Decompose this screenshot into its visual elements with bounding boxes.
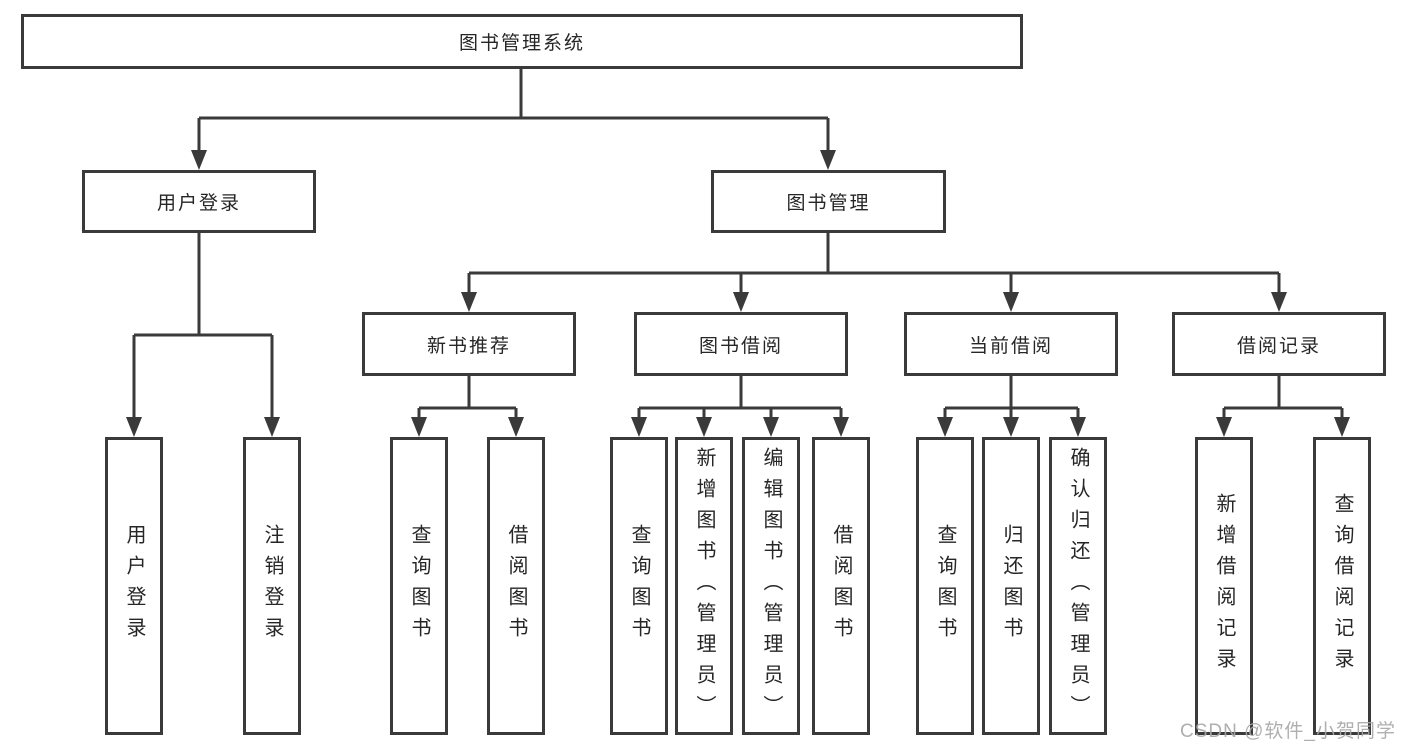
arrow-down-icon	[1216, 417, 1232, 437]
node-leaf-query-books-borrowing: 查询图书	[610, 437, 668, 735]
node-leaf-logout: 注销登录	[243, 437, 301, 735]
node-label: 查询图书	[934, 524, 956, 648]
arrow-down-icon	[820, 150, 836, 170]
arrow-down-icon	[411, 417, 427, 437]
arrow-down-icon	[264, 417, 280, 437]
node-current-borrowing: 当前借阅	[904, 312, 1118, 376]
arrow-down-icon	[631, 417, 647, 437]
watermark: CSDN @软件_小贺同学	[1180, 721, 1396, 742]
node-book-borrowing: 图书借阅	[634, 312, 848, 376]
node-leaf-return-books: 归还图书	[982, 437, 1040, 735]
node-label: 借阅图书	[505, 524, 527, 648]
arrow-down-icon	[191, 150, 207, 170]
edge-userlogin-to-leaves	[132, 233, 274, 421]
node-book-management: 图书管理	[711, 170, 946, 233]
node-leaf-add-borrow-record: 新增借阅记录	[1195, 437, 1253, 735]
edge-root-to-level2	[197, 69, 830, 154]
arrow-down-icon	[126, 417, 142, 437]
edge-newbookrec-to-leaves	[417, 376, 518, 421]
node-leaf-add-books-admin: 新增图书（管理员）	[675, 437, 733, 735]
arrow-down-icon	[696, 417, 712, 437]
node-label: 新增图书（管理员）	[693, 446, 715, 726]
arrowhead-icons	[126, 150, 1350, 437]
arrow-down-icon	[1271, 292, 1287, 312]
node-label: 用户登录	[123, 524, 145, 648]
node-label: 编辑图书（管理员）	[760, 446, 782, 726]
node-label: 确认归还（管理员）	[1067, 446, 1089, 726]
arrow-down-icon	[937, 417, 953, 437]
node-label: 查询图书	[408, 524, 430, 648]
node-leaf-query-books-current: 查询图书	[916, 437, 974, 735]
node-label: 当前借阅	[968, 335, 1053, 357]
arrow-down-icon	[508, 417, 524, 437]
arrow-down-icon	[1003, 417, 1019, 437]
arrow-down-icon	[1003, 292, 1019, 312]
node-leaf-query-books-recommend: 查询图书	[390, 437, 448, 735]
node-user-login: 用户登录	[82, 170, 316, 233]
node-label: 归还图书	[1000, 524, 1022, 648]
node-leaf-borrow-books-borrowing: 借阅图书	[812, 437, 870, 735]
node-leaf-edit-books-admin: 编辑图书（管理员）	[742, 437, 800, 735]
node-label: 查询借阅记录	[1331, 493, 1353, 679]
node-label: 借阅图书	[830, 524, 852, 648]
node-label: 图书管理	[786, 193, 871, 214]
node-leaf-user-login: 用户登录	[105, 437, 163, 735]
arrow-down-icon	[1070, 417, 1086, 437]
node-label: 查询图书	[628, 524, 650, 648]
edge-borrowrecords-to-leaves	[1222, 376, 1344, 421]
arrow-down-icon	[461, 292, 477, 312]
edge-bookmgmt-to-tier3	[467, 233, 1281, 296]
node-leaf-confirm-return-admin: 确认归还（管理员）	[1049, 437, 1107, 735]
node-leaf-query-borrow-record: 查询借阅记录	[1313, 437, 1371, 735]
node-borrowing-records: 借阅记录	[1172, 312, 1386, 376]
node-root-system: 图书管理系统	[21, 14, 1023, 69]
node-label: 图书借阅	[698, 335, 783, 357]
node-label: 图书管理系统	[458, 33, 585, 54]
node-label: 借阅记录	[1236, 335, 1321, 357]
arrow-down-icon	[763, 417, 779, 437]
edge-currentborrow-to-leaves	[943, 376, 1080, 421]
node-leaf-borrow-books-recommend: 借阅图书	[487, 437, 545, 735]
edge-bookborrow-to-leaves	[637, 376, 843, 421]
arrow-down-icon	[733, 292, 749, 312]
node-label: 新书推荐	[426, 335, 511, 357]
node-label: 用户登录	[156, 193, 241, 214]
node-label: 注销登录	[261, 524, 283, 648]
node-label: 新增借阅记录	[1213, 493, 1235, 679]
node-new-book-recommend: 新书推荐	[362, 312, 576, 376]
arrow-down-icon	[833, 417, 849, 437]
arrow-down-icon	[1334, 417, 1350, 437]
